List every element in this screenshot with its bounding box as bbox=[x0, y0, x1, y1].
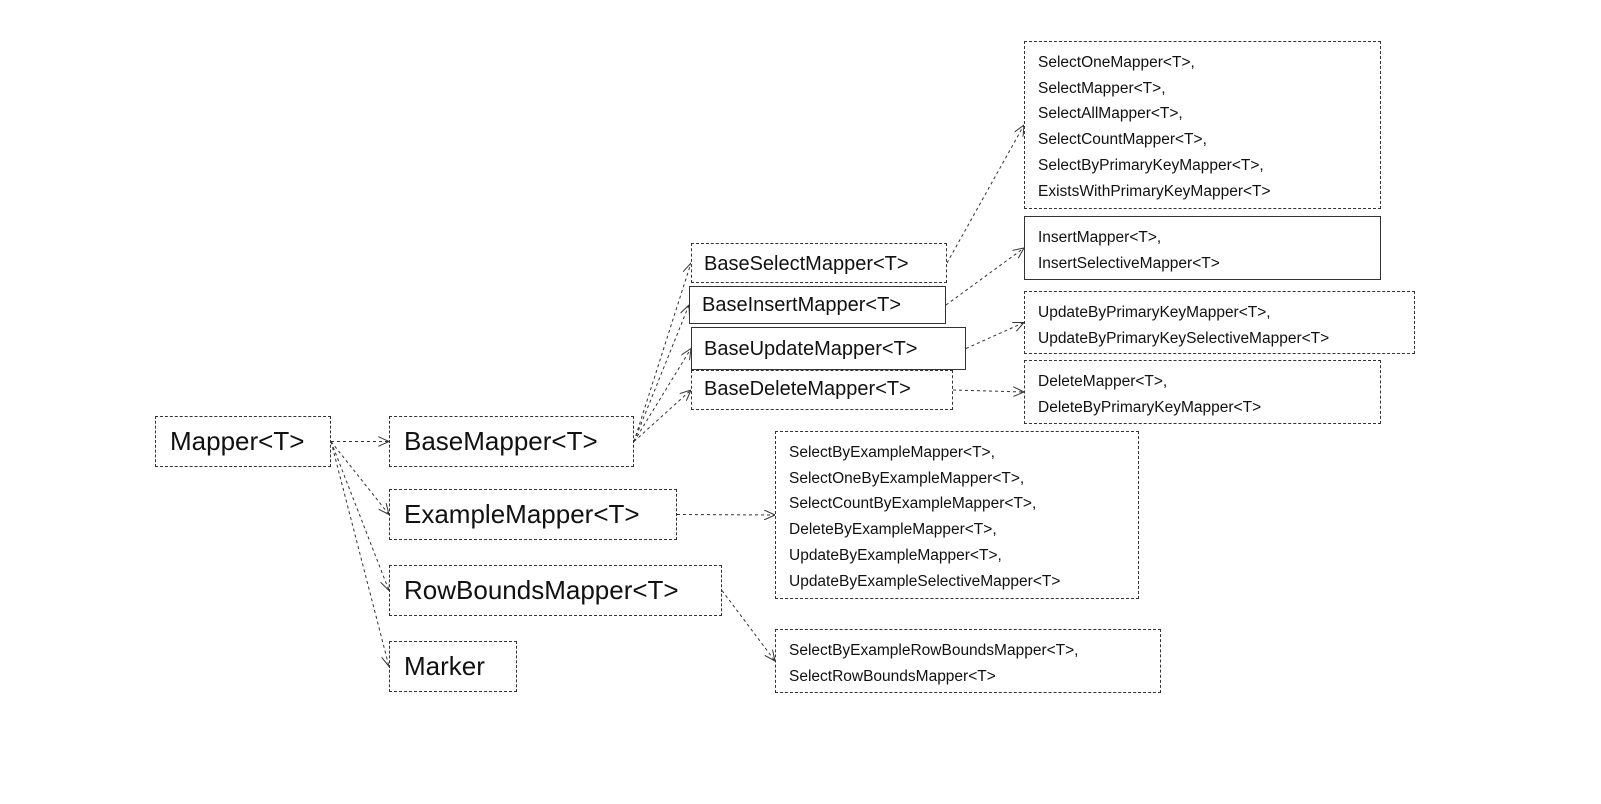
edge-mapper-to-rowbounds_mapper bbox=[330, 441, 389, 591]
edge-base_delete_mapper-to-delete bbox=[952, 390, 1024, 392]
select-mapper: SelectMapper<T>, bbox=[1038, 79, 1166, 97]
insert-selective-mapper: InsertSelectiveMapper<T> bbox=[1038, 254, 1220, 272]
delete-mappers-group: DeleteMapper<T>, DeleteByPrimaryKeyMappe… bbox=[1024, 360, 1381, 424]
edge-base_mapper-to-base_insert_mapper bbox=[633, 305, 689, 442]
update-mappers-group: UpdateByPrimaryKeyMapper<T>, UpdateByPri… bbox=[1024, 291, 1415, 354]
exists-with-primary-key-mapper: ExistsWithPrimaryKeyMapper<T> bbox=[1038, 182, 1271, 200]
edge-base_insert_mapper-to-insert bbox=[945, 248, 1024, 306]
base-select-mapper-node: BaseSelectMapper<T> bbox=[691, 243, 947, 283]
edge-example_mapper-to-example bbox=[676, 515, 775, 516]
edge-mapper-to-example_mapper bbox=[330, 441, 389, 515]
delete-mapper: DeleteMapper<T>, bbox=[1038, 373, 1168, 390]
update-by-primary-key-mapper: UpdateByPrimaryKeyMapper<T>, bbox=[1038, 304, 1271, 321]
select-count-mapper: SelectCountMapper<T>, bbox=[1038, 131, 1207, 149]
edge-base_update_mapper-to-update bbox=[965, 323, 1024, 349]
example-mapper-node: ExampleMapper<T> bbox=[389, 489, 677, 540]
example-mapper-label: ExampleMapper<T> bbox=[404, 499, 640, 529]
select-all-mapper: SelectAllMapper<T>, bbox=[1038, 105, 1183, 123]
base-mapper-label: BaseMapper<T> bbox=[404, 426, 598, 456]
select-one-by-example-mapper: SelectOneByExampleMapper<T>, bbox=[789, 469, 1025, 487]
select-count-by-example-mapper: SelectCountByExampleMapper<T>, bbox=[789, 495, 1037, 513]
marker-node: Marker bbox=[389, 641, 517, 692]
select-one-mapper: SelectOneMapper<T>, bbox=[1038, 54, 1195, 71]
base-insert-mapper-label: BaseInsertMapper<T> bbox=[702, 294, 901, 316]
delete-by-primary-key-mapper: DeleteByPrimaryKeyMapper<T> bbox=[1038, 398, 1262, 416]
base-insert-mapper-node: BaseInsertMapper<T> bbox=[689, 286, 946, 324]
update-by-example-selective-mapper: UpdateByExampleSelectiveMapper<T> bbox=[789, 572, 1061, 590]
base-delete-mapper-node: BaseDeleteMapper<T> bbox=[691, 370, 953, 410]
insert-mappers-group: InsertMapper<T>, InsertSelectiveMapper<T… bbox=[1024, 216, 1381, 280]
delete-by-example-mapper: DeleteByExampleMapper<T>, bbox=[789, 521, 997, 539]
base-delete-mapper-label: BaseDeleteMapper<T> bbox=[704, 378, 911, 400]
select-rowbounds-mapper: SelectRowBoundsMapper<T> bbox=[789, 667, 996, 685]
base-mapper-node: BaseMapper<T> bbox=[389, 416, 634, 467]
update-by-example-mapper: UpdateByExampleMapper<T>, bbox=[789, 546, 1002, 564]
edge-rowbounds_mapper-to-rowbounds bbox=[721, 590, 775, 662]
edge-mapper-to-marker bbox=[330, 441, 389, 667]
base-update-mapper-label: BaseUpdateMapper<T> bbox=[704, 338, 918, 360]
insert-mapper: InsertMapper<T>, bbox=[1038, 229, 1162, 246]
base-select-mapper-label: BaseSelectMapper<T> bbox=[704, 253, 909, 275]
edge-base_select_mapper-to-select bbox=[946, 125, 1024, 264]
edge-base_mapper-to-base_update_mapper bbox=[633, 349, 691, 442]
select-by-primary-key-mapper: SelectByPrimaryKeyMapper<T>, bbox=[1038, 156, 1264, 174]
update-by-primary-key-selective-mapper: UpdateByPrimaryKeySelectiveMapper<T> bbox=[1038, 329, 1330, 347]
mapper-node: Mapper<T> bbox=[155, 416, 331, 467]
select-by-example-mapper: SelectByExampleMapper<T>, bbox=[789, 444, 995, 461]
rowbounds-mapper-label: RowBoundsMapper<T> bbox=[404, 575, 679, 605]
base-update-mapper-node: BaseUpdateMapper<T> bbox=[691, 327, 966, 370]
example-mappers-group: SelectByExampleMapper<T>, SelectOneByExa… bbox=[775, 431, 1139, 599]
rowbounds-mapper-node: RowBoundsMapper<T> bbox=[389, 565, 722, 616]
select-by-example-rowbounds-mapper: SelectByExampleRowBoundsMapper<T>, bbox=[789, 642, 1079, 659]
rowbounds-mappers-group: SelectByExampleRowBoundsMapper<T>, Selec… bbox=[775, 629, 1161, 693]
mapper-label: Mapper<T> bbox=[170, 426, 305, 456]
select-mappers-group: SelectOneMapper<T>, SelectMapper<T>, Sel… bbox=[1024, 41, 1381, 209]
edge-base_mapper-to-base_select_mapper bbox=[633, 263, 691, 442]
marker-label: Marker bbox=[404, 651, 485, 681]
edge-base_mapper-to-base_delete_mapper bbox=[633, 390, 691, 442]
